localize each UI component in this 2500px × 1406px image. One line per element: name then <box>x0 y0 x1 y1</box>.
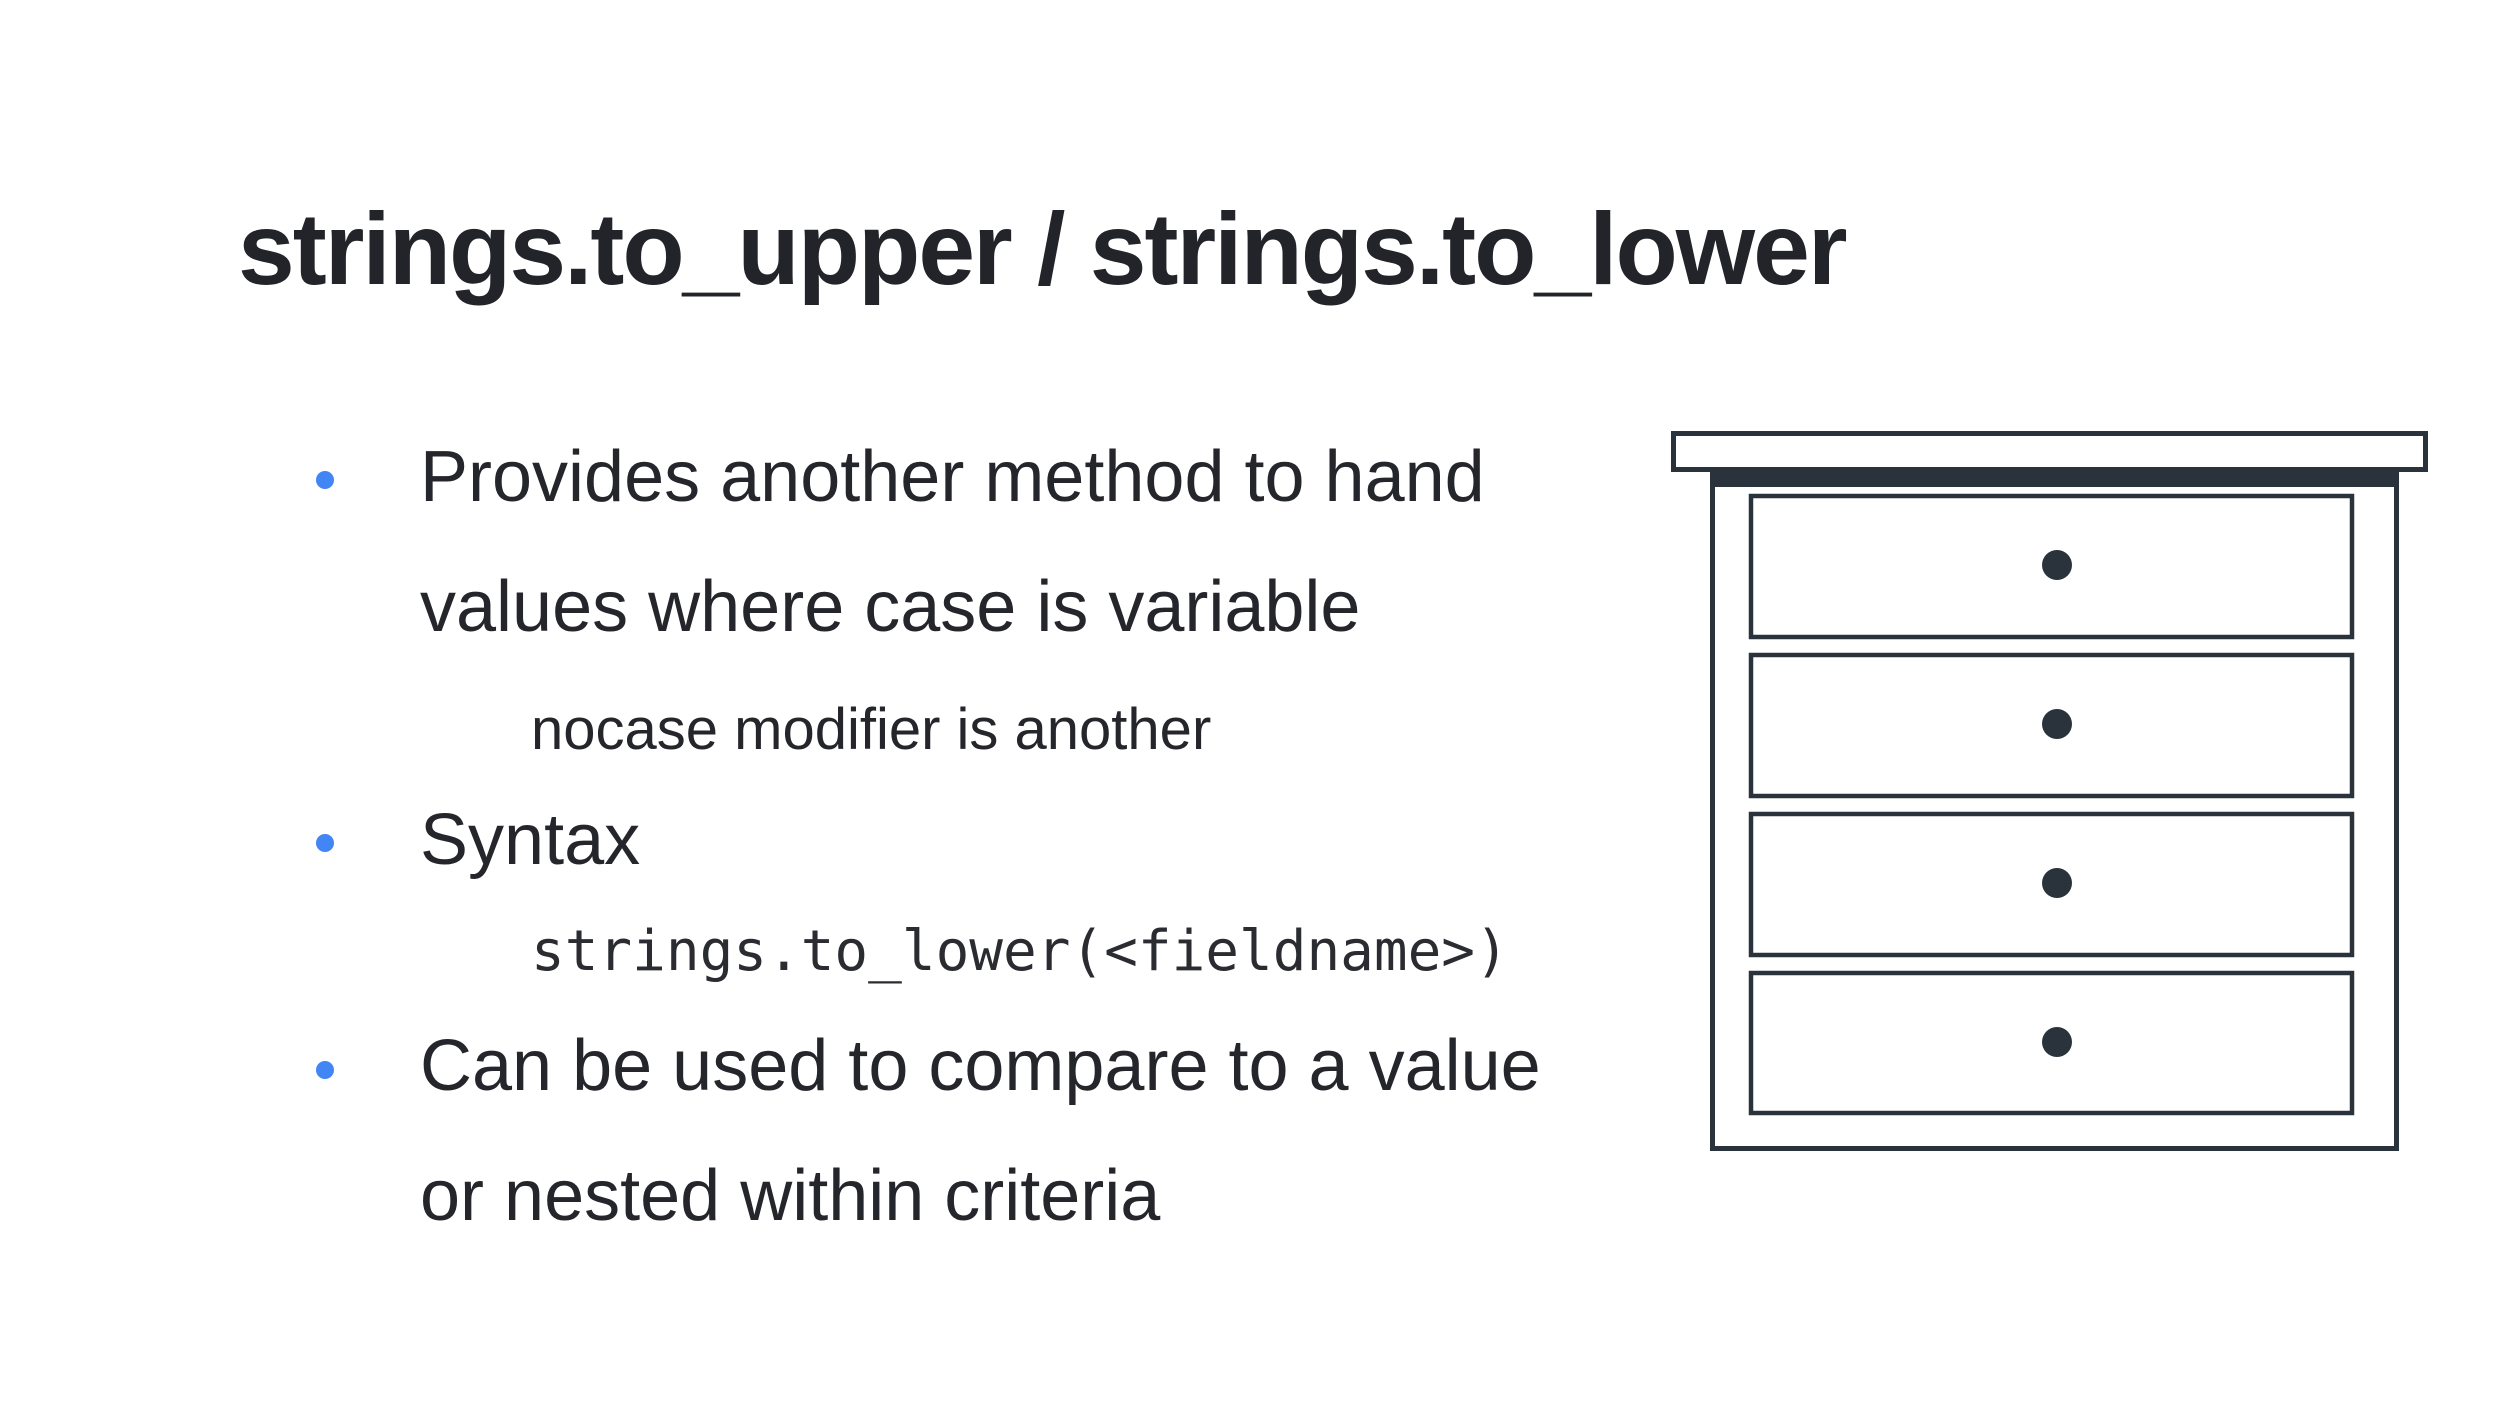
bullet-dot-icon <box>316 471 334 489</box>
dresser-top-rail <box>1712 469 2396 487</box>
bullet-1-line-1: Provides another method to hand <box>420 437 1485 517</box>
bullet-dot-icon <box>316 1061 334 1079</box>
drawer-knob-icon <box>2042 550 2072 580</box>
drawer-1 <box>1748 493 2355 640</box>
syntax-code-line: strings.to_lower(<fieldname>) <box>531 919 1509 984</box>
drawer-knob-icon <box>2042 868 2072 898</box>
bullet-1-subitem: nocase modifier is another <box>531 697 1212 762</box>
drawer-knob-icon <box>2042 1027 2072 1057</box>
bullet-dot-icon <box>316 834 334 852</box>
bullet-3-line-2: or nested within criteria <box>420 1156 1161 1236</box>
bullet-2-label: Syntax <box>420 800 641 880</box>
bullet-1-line-2: values where case is variable <box>420 567 1361 647</box>
page-title: strings.to_upper / strings.to_lower <box>238 192 1848 307</box>
drawer-knob-icon <box>2042 709 2072 739</box>
dresser-top-board <box>1671 431 2428 472</box>
bullet-3-line-1: Can be used to compare to a value <box>420 1026 1541 1106</box>
dresser-illustration <box>1671 431 2428 1151</box>
